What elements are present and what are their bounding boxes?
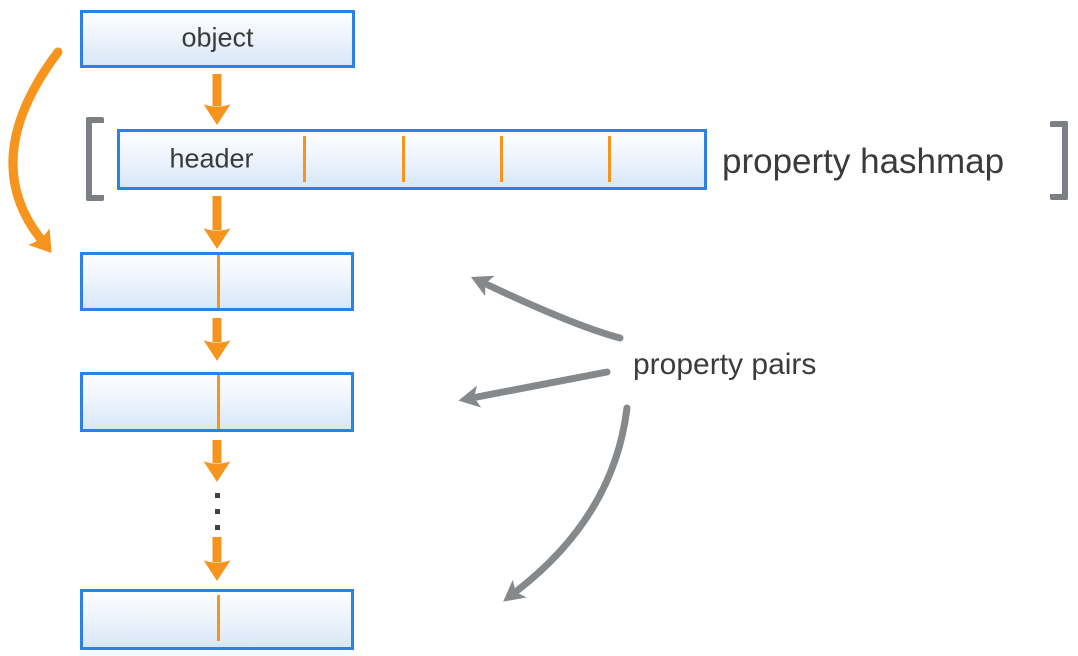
gray-arrow-to-pair1	[470, 275, 624, 342]
header-slot-divider	[303, 136, 306, 182]
property-pair-box	[80, 589, 354, 650]
object-box-label: object	[181, 22, 254, 53]
curved-arrow-object-to-pair1	[8, 47, 63, 253]
pair-divider	[217, 255, 220, 308]
property-pairs-label: property pairs	[633, 348, 817, 381]
pair-divider	[217, 595, 220, 641]
header-slot-divider	[500, 136, 503, 182]
ellipsis-dot	[215, 493, 220, 498]
hashmap-header-box: header	[117, 129, 707, 190]
pair-divider	[217, 375, 220, 429]
header-slot-divider	[402, 136, 405, 182]
left-bracket	[86, 117, 104, 201]
property-pair-box	[80, 372, 354, 432]
ellipsis-dot	[215, 509, 220, 514]
header-slot-divider	[608, 136, 611, 182]
header-box-label: header	[169, 142, 254, 173]
property-hashmap-label: property hashmap	[722, 142, 1005, 181]
right-bracket	[1050, 121, 1068, 200]
ellipsis-dot	[215, 525, 220, 530]
object-box: object	[80, 10, 355, 68]
property-pair-box	[80, 252, 354, 311]
gray-arrow-to-pair2	[458, 368, 611, 408]
gray-arrow-to-pair3	[503, 404, 631, 602]
